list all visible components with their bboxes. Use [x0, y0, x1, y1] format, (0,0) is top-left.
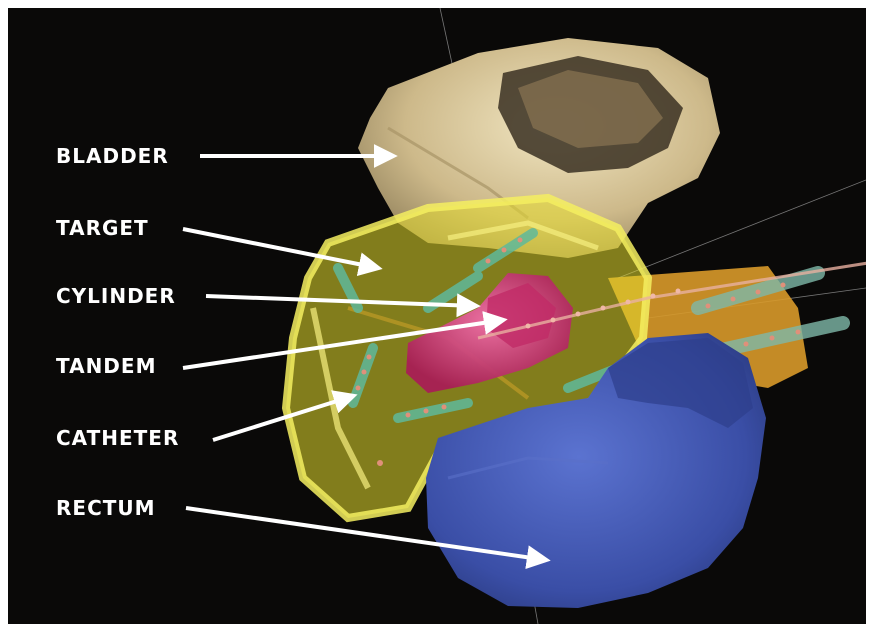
tandem-label: TANDEM [56, 354, 156, 378]
cylinder-label: CYLINDER [56, 284, 176, 308]
catheter-label: CATHETER [56, 426, 179, 450]
rendering-frame: BLADDER TARGET CYLINDER TANDEM CATHETER … [8, 8, 866, 624]
anatomy-3d-rendering [8, 8, 866, 624]
bladder-label: BLADDER [56, 144, 169, 168]
target-label: TARGET [56, 216, 149, 240]
rectum-label: RECTUM [56, 496, 156, 520]
